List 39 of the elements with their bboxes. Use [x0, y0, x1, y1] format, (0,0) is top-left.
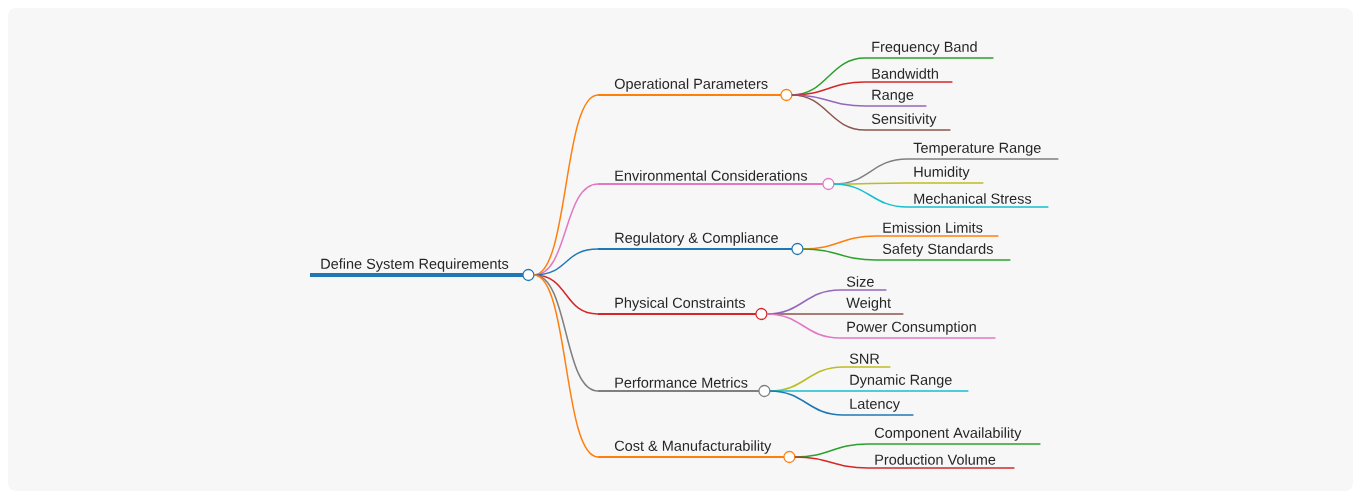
connector [791, 94, 866, 131]
leaf-node: Range [864, 89, 928, 107]
connector [794, 456, 869, 469]
node-label: Environmental Considerations [615, 170, 808, 181]
leaf-node: Mechanical Stress [906, 193, 1050, 208]
leaf-node: Emission Limits [875, 222, 1000, 237]
topic-node: Regulatory & Compliance [597, 232, 804, 256]
node-label: Performance Metrics [615, 377, 748, 388]
leaf-node: Bandwidth [864, 68, 954, 83]
node-label: Physical Constraints [615, 297, 746, 311]
leaf-node: Production Volume [867, 454, 1016, 469]
node-label: Define System Requirements [321, 258, 509, 272]
leaf-node: SNR [842, 353, 892, 368]
node-label: Cost & Manufacturability [614, 440, 772, 454]
leaf-node: Humidity [906, 166, 985, 184]
leaf-node: Safety Standards [875, 243, 1012, 261]
leaf-node: Component Availability [867, 427, 1042, 445]
leaf-node: Size [839, 276, 888, 291]
topic-node: Physical Constraints [597, 297, 768, 321]
leaf-node: Weight [839, 297, 905, 315]
connector [533, 274, 599, 458]
connector [769, 390, 844, 416]
topic-node: Operational Parameters [597, 78, 793, 102]
leaf-node: Frequency Band [864, 41, 995, 59]
leaf-node: Sensitivity [864, 113, 952, 131]
leaf-node: Temperature Range [906, 142, 1060, 160]
node-label: Regulatory & Compliance [615, 232, 778, 246]
node-label: Operational Parameters [614, 78, 768, 92]
leaf-node: Latency [842, 398, 915, 416]
connector [766, 313, 841, 339]
leaf-node: Power Consumption [839, 321, 997, 339]
connector [833, 183, 908, 208]
connector [533, 274, 599, 392]
connector [802, 248, 877, 261]
topic-node: Define System Requirements [310, 258, 535, 282]
topic-node: Performance Metrics [597, 377, 771, 398]
topic-node: Cost & Manufacturability [597, 440, 796, 464]
leaf-node: Dynamic Range [842, 374, 970, 392]
topic-node: Environmental Considerations [597, 170, 835, 191]
